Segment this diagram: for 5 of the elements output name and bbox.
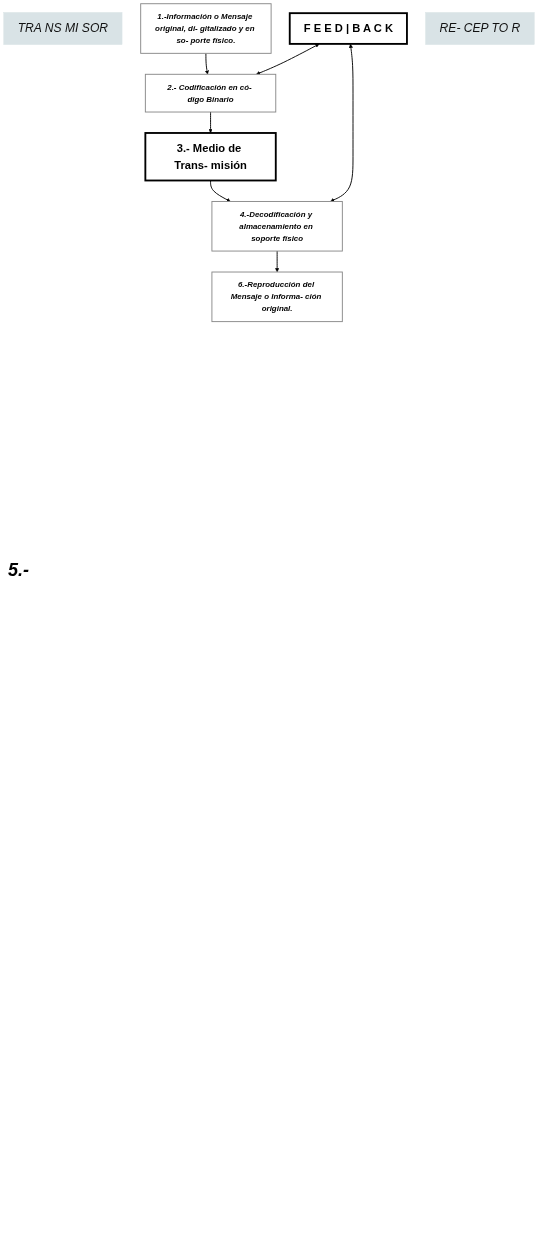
- step-number: 5.-: [8, 560, 29, 581]
- node-box: F E E D | B A C K: [288, 12, 408, 45]
- node-box: 3.- Medio de Trans- misión: [144, 132, 277, 182]
- node-box: TRA NS MI SOR: [3, 12, 123, 45]
- node-box: RE- CEP TO R: [425, 12, 535, 45]
